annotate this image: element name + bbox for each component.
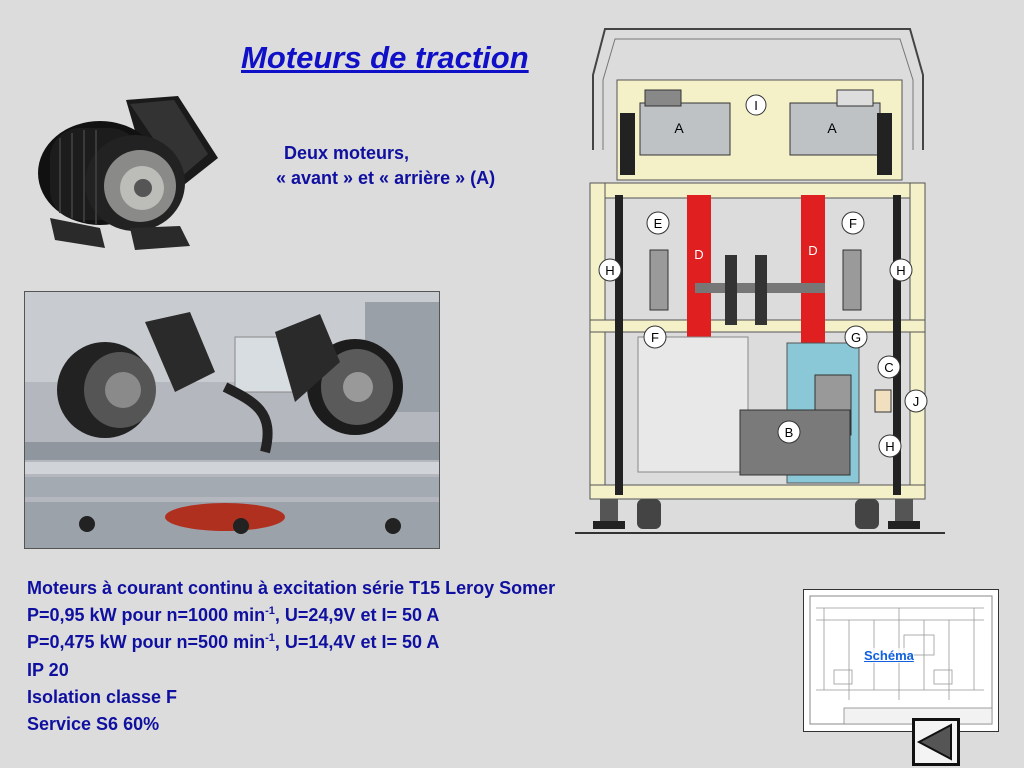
label-f-top: F (849, 216, 857, 231)
intro-line-1: Deux moteurs, (284, 143, 410, 163)
label-h-bottom: H (885, 439, 894, 454)
bench-diagram: A A I D D B E F H H F G C J H (575, 28, 945, 534)
label-d-right: D (808, 243, 817, 258)
label-f-bottom: F (651, 330, 659, 345)
traction-motor-photo (30, 88, 225, 258)
schema-thumbnail[interactable] (803, 589, 999, 732)
spec-line-3: P=0,475 kW pour n=500 min-1, U=14,4V et … (27, 632, 440, 653)
motor-specs: Moteurs à courant continu à excitation s… (27, 575, 555, 738)
label-d-left: D (694, 247, 703, 262)
page-title: Moteurs de traction (241, 40, 529, 75)
label-e: E (654, 216, 663, 231)
back-triangle-icon (916, 723, 952, 761)
spec-line-5: Isolation classe F (27, 686, 178, 707)
label-j: J (913, 394, 920, 409)
back-button[interactable] (912, 718, 960, 766)
spec-line-4: IP 20 (27, 659, 69, 680)
schema-link[interactable]: Schéma (864, 648, 914, 663)
label-g: G (851, 330, 861, 345)
spec-line-1: Moteurs à courant continu à excitation s… (27, 578, 556, 598)
label-h-left: H (605, 263, 614, 278)
label-motor-a-left: A (674, 120, 684, 136)
motor-bench-photo (24, 291, 440, 549)
label-b: B (785, 425, 794, 440)
intro-text: Deux moteurs, « avant » et « arrière » (… (276, 141, 495, 191)
label-c: C (884, 360, 893, 375)
intro-line-2: « avant » et « arrière » (A) (276, 168, 496, 188)
label-i: I (754, 98, 758, 113)
spec-line-6: Service S6 60% (27, 714, 160, 735)
label-h-right: H (896, 263, 905, 278)
spec-line-2: P=0,95 kW pour n=1000 min-1, U=24,9V et … (27, 605, 440, 626)
label-motor-a-right: A (827, 120, 837, 136)
